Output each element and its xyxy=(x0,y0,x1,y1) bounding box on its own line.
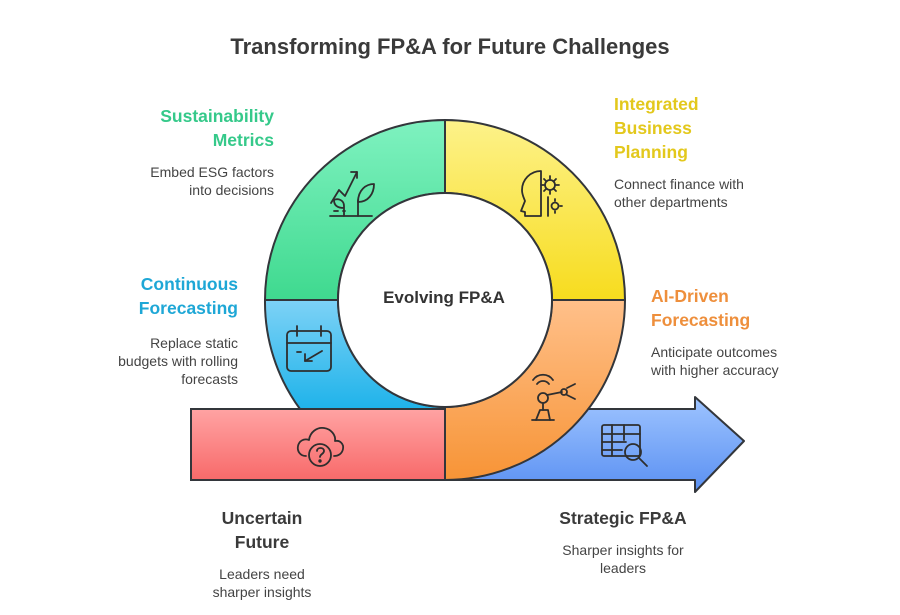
uncertain-title-line1: Uncertain xyxy=(221,508,303,528)
ai-desc-line1: Anticipate outcomes xyxy=(651,344,778,360)
center-label: Evolving FP&A xyxy=(383,288,505,307)
uncertain-desc: Leaders need sharper insights xyxy=(172,565,352,601)
ai-title-line1: AI-Driven xyxy=(651,286,729,306)
continuous-title: Continuous Forecasting xyxy=(58,272,238,320)
continuous-title-line1: Continuous xyxy=(140,274,238,294)
continuous-desc-line2: budgets with rolling xyxy=(118,353,238,369)
sustainability-title-line2: Metrics xyxy=(212,130,274,150)
ai-desc-line2: with higher accuracy xyxy=(651,362,779,378)
continuous-desc-line1: Replace static xyxy=(150,335,238,351)
sustainability-desc-line2: into decisions xyxy=(189,182,274,198)
head-gear-icon xyxy=(520,170,563,217)
table-search-icon xyxy=(601,424,648,467)
plant-growth-icon xyxy=(329,171,375,217)
ai-title: AI-Driven Forecasting xyxy=(651,284,851,332)
strategic-title: Strategic FP&A xyxy=(523,506,723,530)
center-circle xyxy=(337,192,553,408)
integrated-title-line3: Planning xyxy=(614,142,688,162)
uncertain-title-line2: Future xyxy=(234,532,290,552)
continuous-title-line2: Forecasting xyxy=(138,298,238,318)
sustainability-desc: Embed ESG factors into decisions xyxy=(94,163,274,199)
strategic-title-line1: Strategic FP&A xyxy=(559,508,687,528)
ai-title-line2: Forecasting xyxy=(651,310,751,330)
sustainability-desc-line1: Embed ESG factors xyxy=(150,164,274,180)
sustainability-title: Sustainability Metrics xyxy=(94,104,274,152)
integrated-title-line2: Business xyxy=(614,118,692,138)
uncertain-title: Uncertain Future xyxy=(172,506,352,554)
calendar-arrow-icon xyxy=(286,325,332,372)
strategic-desc-line1: Sharper insights for xyxy=(562,542,684,558)
uncertain-desc-line2: sharper insights xyxy=(212,584,312,600)
integrated-title: Integrated Business Planning xyxy=(614,92,814,164)
uncertain-desc-line1: Leaders need xyxy=(219,566,305,582)
continuous-desc-line3: forecasts xyxy=(181,371,238,387)
sustainability-title-line1: Sustainability xyxy=(160,106,274,126)
cloud-question-icon xyxy=(296,427,345,467)
strategic-desc: Sharper insights for leaders xyxy=(523,541,723,577)
continuous-desc: Replace static budgets with rolling fore… xyxy=(58,334,238,388)
integrated-title-line1: Integrated xyxy=(614,94,699,114)
diagram-title: Transforming FP&A for Future Challenges xyxy=(230,34,670,59)
robot-arm-icon xyxy=(531,373,576,421)
ai-desc: Anticipate outcomes with higher accuracy xyxy=(651,343,851,379)
integrated-desc-line2: other departments xyxy=(614,194,728,210)
integrated-desc-line1: Connect finance with xyxy=(614,176,744,192)
strategic-desc-line2: leaders xyxy=(600,560,646,576)
integrated-desc: Connect finance with other departments xyxy=(614,175,814,211)
